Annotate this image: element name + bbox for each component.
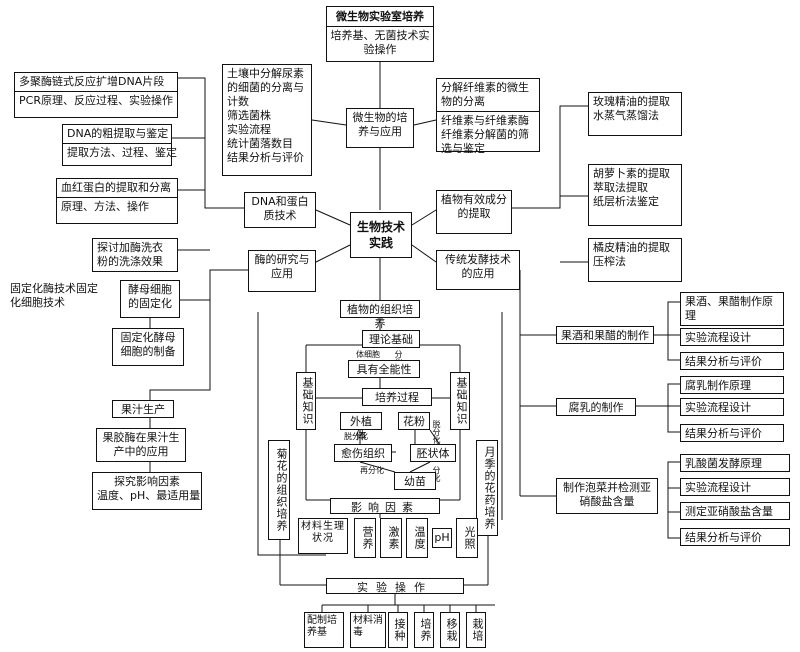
micro-lab-title: 微生物实验室培养 bbox=[336, 10, 424, 23]
dna-extract-box: DNA的粗提取与鉴定 提取方法、过程、鉴定 bbox=[62, 124, 177, 166]
embryoid-box: 胚状体 bbox=[410, 444, 456, 462]
factor-item-4: 温度 bbox=[406, 518, 428, 558]
urea-item-2: 实验流程 bbox=[227, 123, 271, 136]
factors-explore-sub: 温度、pH、最适用量 bbox=[97, 489, 201, 502]
urea-item-1: 筛选菌株 bbox=[227, 109, 271, 122]
factors-explore-title: 探究影响因素 bbox=[114, 475, 180, 488]
cellulose-sub: 纤维素与纤维素酶纤维素分解菌的筛选与鉴定 bbox=[437, 111, 539, 156]
dediff-label: 脱分化 bbox=[344, 432, 368, 441]
pectinase-box: 果胶酶在果汁生产中的应用 bbox=[96, 428, 186, 462]
sufu-item-2: 实验流程设计 bbox=[680, 398, 784, 416]
carotene-title: 胡萝卜素的提取 bbox=[593, 167, 670, 180]
urea-title: 土壤中分解尿素的细菌的分离与计数 bbox=[227, 67, 304, 108]
carotene-sub1: 萃取法提取 bbox=[593, 181, 648, 194]
dna-hub: DNA和蛋白质技术 bbox=[244, 192, 316, 228]
urea-item-3: 统计菌落数目 bbox=[227, 137, 293, 150]
op-item-1: 配制培养基 bbox=[304, 612, 344, 648]
sufu-item-3: 结果分析与评价 bbox=[680, 424, 784, 442]
seedling-box: 幼苗 bbox=[394, 472, 436, 490]
tissue-culture-title: 植物的组织培养 bbox=[340, 300, 420, 330]
dna-extract-sub: 提取方法、过程、鉴定 bbox=[63, 143, 177, 160]
enzyme-hub: 酶的研究与应用 bbox=[248, 250, 316, 292]
basic-knowledge-right: 基础知识 bbox=[450, 372, 470, 430]
theory-note2: 分化 bbox=[394, 350, 403, 366]
rose-oil-title: 玫瑰精油的提取 bbox=[593, 95, 670, 108]
factor-item-5: pH bbox=[432, 528, 452, 548]
pickle-item-3: 测定亚硝酸盐含量 bbox=[680, 502, 790, 520]
yeast-immobilization-box: 酵母细胞的固定化 bbox=[120, 280, 180, 318]
urea-item-4: 结果分析与评价 bbox=[227, 151, 304, 164]
hemoglobin-title: 血红蛋白的提取和分离 bbox=[61, 181, 171, 194]
op-item-4: 培养 bbox=[414, 612, 434, 648]
pickle-item-2: 实验流程设计 bbox=[680, 478, 790, 496]
pcr-box: 多聚酶链式反应扩增DNA片段 PCR原理、反应过程、实验操作 bbox=[14, 72, 178, 118]
dediff-label-2: 脱分化 bbox=[432, 420, 441, 444]
theory-note: 体细胞 bbox=[356, 350, 380, 359]
cellulose-title: 分解纤维素的微生物的分离 bbox=[441, 81, 529, 108]
pickle-box: 制作泡菜并检测亚硝酸盐含量 bbox=[556, 478, 658, 514]
sufu-box: 腐乳的制作 bbox=[556, 398, 636, 416]
orange-oil-sub: 压榨法 bbox=[593, 255, 626, 268]
totipotency-box: 具有全能性 bbox=[348, 360, 420, 378]
carotene-box: 胡萝卜素的提取 萃取法提取 纸层析法鉴定 bbox=[588, 164, 682, 226]
explant-box: 外植体 bbox=[340, 412, 382, 442]
yeast-prep-box: 固定化酵母细胞的制备 bbox=[112, 328, 184, 366]
pickle-item-1: 乳酸菌发酵原理 bbox=[680, 454, 790, 472]
factor-item-2: 营养 bbox=[354, 518, 376, 558]
op-item-5: 移栽 bbox=[440, 612, 460, 648]
diff-label: 分化 bbox=[432, 466, 441, 482]
wine-vinegar-box: 果酒和果醋的制作 bbox=[556, 326, 654, 344]
factors-box: 影响因素 bbox=[330, 498, 440, 514]
orange-oil-title: 橘皮精油的提取 bbox=[593, 241, 670, 254]
immobilization-label: 固定化酶技术固定化细胞技术 bbox=[10, 282, 98, 309]
pickle-item-4: 结果分析与评价 bbox=[680, 528, 790, 546]
micro-lab-culture-box: 微生物实验室培养 培养基、无菌技术实验操作 bbox=[326, 6, 434, 62]
op-item-2: 材料消毒 bbox=[350, 612, 386, 648]
sufu-item-1: 腐乳制作原理 bbox=[680, 376, 784, 394]
hemoglobin-box: 血红蛋白的提取和分离 原理、方法、操作 bbox=[56, 178, 178, 224]
micro-hub: 微生物的培养与应用 bbox=[346, 108, 414, 148]
theory-box: 理论基础 bbox=[362, 330, 420, 348]
rose-oil-sub: 水蒸气蒸馏法 bbox=[593, 109, 659, 122]
ferment-hub: 传统发酵技术的应用 bbox=[436, 250, 520, 290]
orange-oil-box: 橘皮精油的提取 压榨法 bbox=[588, 238, 682, 282]
factor-item-1: 材料生理状况 bbox=[298, 518, 348, 554]
juice-production-box: 果汁生产 bbox=[112, 400, 174, 418]
rose-oil-box: 玫瑰精油的提取 水蒸气蒸馏法 bbox=[588, 92, 682, 136]
factor-item-3: 激素 bbox=[380, 518, 402, 558]
process-box: 培养过程 bbox=[362, 388, 432, 406]
detergent-box: 探讨加酶洗衣粉的洗涤效果 bbox=[92, 238, 178, 272]
pcr-sub: PCR原理、反应过程、实验操作 bbox=[15, 91, 177, 108]
pcr-title: 多聚酶链式反应扩增DNA片段 bbox=[19, 75, 165, 88]
plant-extract-hub: 植物有效成分的提取 bbox=[436, 190, 512, 234]
wine-item-2: 实验流程设计 bbox=[680, 328, 784, 346]
wine-item-1: 果酒、果醋制作原理 bbox=[680, 292, 784, 326]
carotene-sub2: 纸层析法鉴定 bbox=[593, 195, 659, 208]
op-item-6: 栽培 bbox=[466, 612, 486, 648]
callus-box: 愈伤组织 bbox=[334, 444, 392, 462]
ops-box: 实验操作 bbox=[326, 578, 464, 594]
cellulose-box: 分解纤维素的微生物的分离 纤维素与纤维素酶纤维素分解菌的筛选与鉴定 bbox=[436, 78, 540, 155]
urea-bacteria-box: 土壤中分解尿素的细菌的分离与计数 筛选菌株 实验流程 统计菌落数目 结果分析与评… bbox=[222, 64, 312, 176]
rose-anther-box: 月季的花药培养 bbox=[476, 440, 498, 536]
dna-extract-title: DNA的粗提取与鉴定 bbox=[67, 127, 169, 140]
chrysanthemum-box: 菊花的组织培养 bbox=[268, 440, 290, 540]
basic-knowledge-left: 基础知识 bbox=[296, 372, 316, 430]
op-item-3: 接种 bbox=[388, 612, 408, 648]
center-node: 生物技术实践 bbox=[350, 212, 412, 258]
factors-explore-box: 探究影响因素 温度、pH、最适用量 bbox=[92, 472, 202, 510]
wine-item-3: 结果分析与评价 bbox=[680, 352, 784, 370]
factor-item-6: 光照 bbox=[456, 518, 478, 558]
pollen-box: 花粉 bbox=[398, 412, 430, 430]
rediff-label: 再分化 bbox=[360, 466, 384, 475]
hemoglobin-sub: 原理、方法、操作 bbox=[57, 197, 177, 214]
micro-lab-sub: 培养基、无菌技术实验操作 bbox=[326, 26, 434, 57]
